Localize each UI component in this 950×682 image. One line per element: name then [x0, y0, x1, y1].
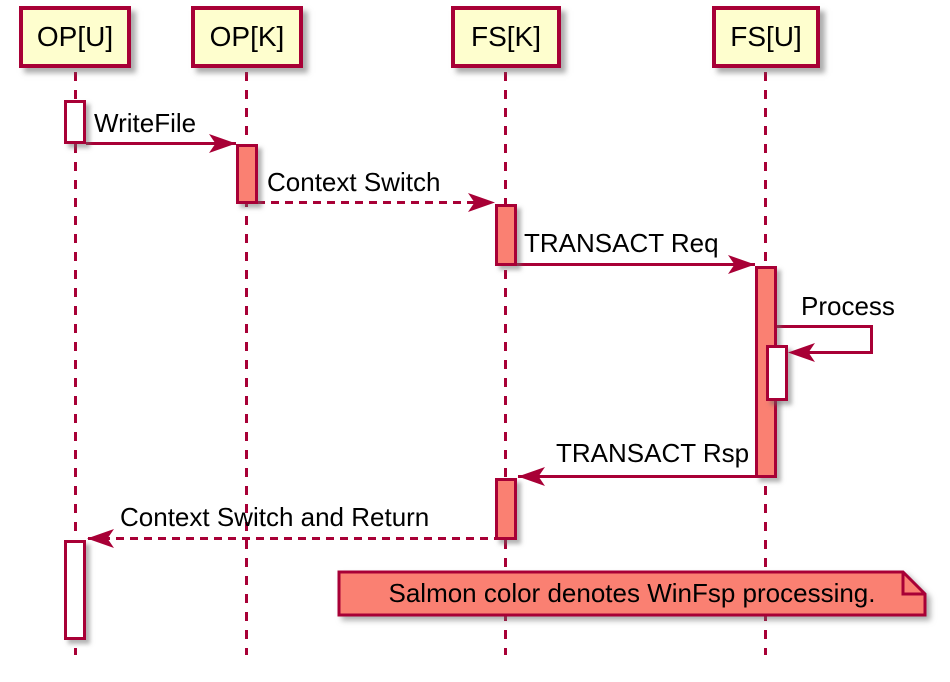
- participant-fs-u: FS[U]: [712, 6, 820, 68]
- lifeline-fs-k: [504, 72, 507, 655]
- activation-op-k: [236, 144, 258, 204]
- participant-op-k: OP[K]: [191, 6, 303, 68]
- activation-op-u-start: [64, 100, 86, 144]
- message-label-process: Process: [801, 291, 895, 321]
- message-line-writefile: [86, 142, 236, 145]
- participant-label: OP[U]: [36, 21, 114, 52]
- self-message-vertical-line: [870, 325, 873, 354]
- note-text: Salmon color denotes WinFsp processing.: [388, 578, 876, 608]
- activation-op-u-end: [64, 540, 86, 640]
- message-label-writefile: WriteFile: [94, 108, 197, 138]
- participant-op-u: OP[U]: [19, 6, 131, 68]
- note-box: [337, 570, 927, 622]
- self-message-return-line: [798, 351, 873, 354]
- message-line-transact-req: [516, 263, 755, 266]
- message-label-transact-req: TRANSACT Req: [524, 228, 719, 258]
- note-shape: [337, 570, 927, 617]
- lifeline-op-k: [245, 72, 248, 655]
- participant-label: FS[U]: [730, 21, 802, 52]
- participant-label: FS[K]: [470, 21, 541, 52]
- lifeline-op-u: [74, 72, 77, 655]
- self-message-out-line: [776, 325, 873, 328]
- participant-label: OP[K]: [209, 21, 285, 52]
- note-background: [337, 570, 927, 617]
- activation-fs-k-request: [495, 204, 517, 266]
- message-label-context-switch-return: Context Switch and Return: [120, 502, 430, 532]
- activation-fs-k-response: [495, 478, 517, 540]
- message-label-transact-rsp: TRANSACT Rsp: [556, 438, 750, 468]
- message-line-context-switch-return: [88, 537, 495, 540]
- activation-fs-u-process-nested: [766, 345, 788, 401]
- message-line-context-switch: [257, 201, 495, 204]
- participant-fs-k: FS[K]: [451, 6, 561, 68]
- message-line-transact-rsp: [518, 475, 755, 478]
- note-fold-corner-icon: [901, 572, 925, 596]
- message-label-context-switch: Context Switch: [267, 167, 441, 197]
